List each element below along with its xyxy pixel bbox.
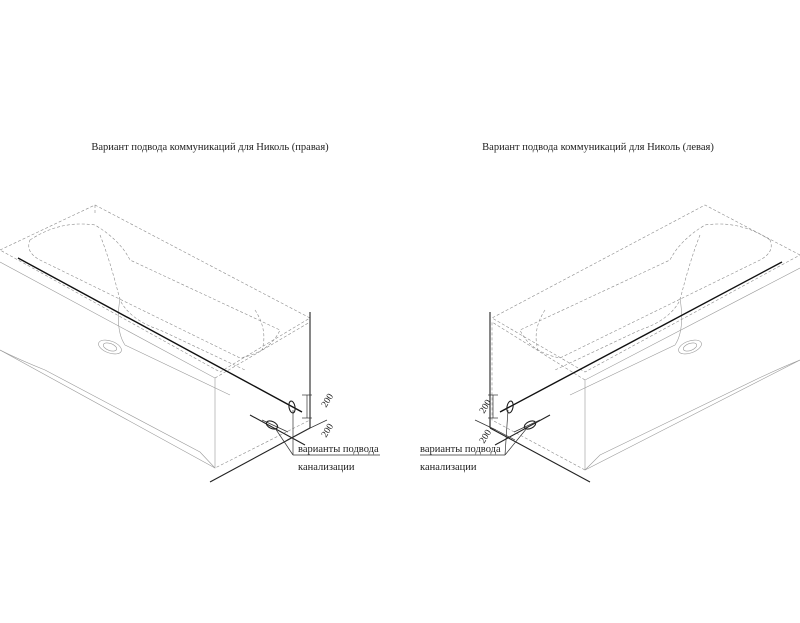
leader-lines-left [420,409,528,456]
tub-edges-left [489,261,783,483]
bathtub-diagram-right: Вариант подвода коммуникаций для Николь … [0,142,380,483]
diagram-title-left: Вариант подвода коммуникаций для Николь … [482,142,714,153]
dimension-horizontal-label: 200 [478,428,494,446]
drain-label-line2: канализации [420,462,477,473]
dimension-vertical-label: 200 [320,392,336,410]
drain-label-line2: канализации [298,462,355,473]
bathtub-diagram-left: Вариант подвода коммуникаций для Николь … [420,142,800,483]
drain-label-line1: варианты подвода [420,444,501,455]
tub-outline-left [491,204,800,471]
dimension-horizontal-label: 200 [320,422,336,440]
dimension-marks-left [474,394,516,441]
dimension-marks-right [286,394,328,441]
drain-label-line1: варианты подвода [298,444,379,455]
drain-icon [506,400,514,414]
leader-lines-right [274,410,380,456]
tub-edges-right [17,257,311,483]
tub-outline-right [0,204,311,469]
diagram-title-right: Вариант подвода коммуникаций для Николь … [91,142,329,153]
drain-variants-left [506,400,541,433]
